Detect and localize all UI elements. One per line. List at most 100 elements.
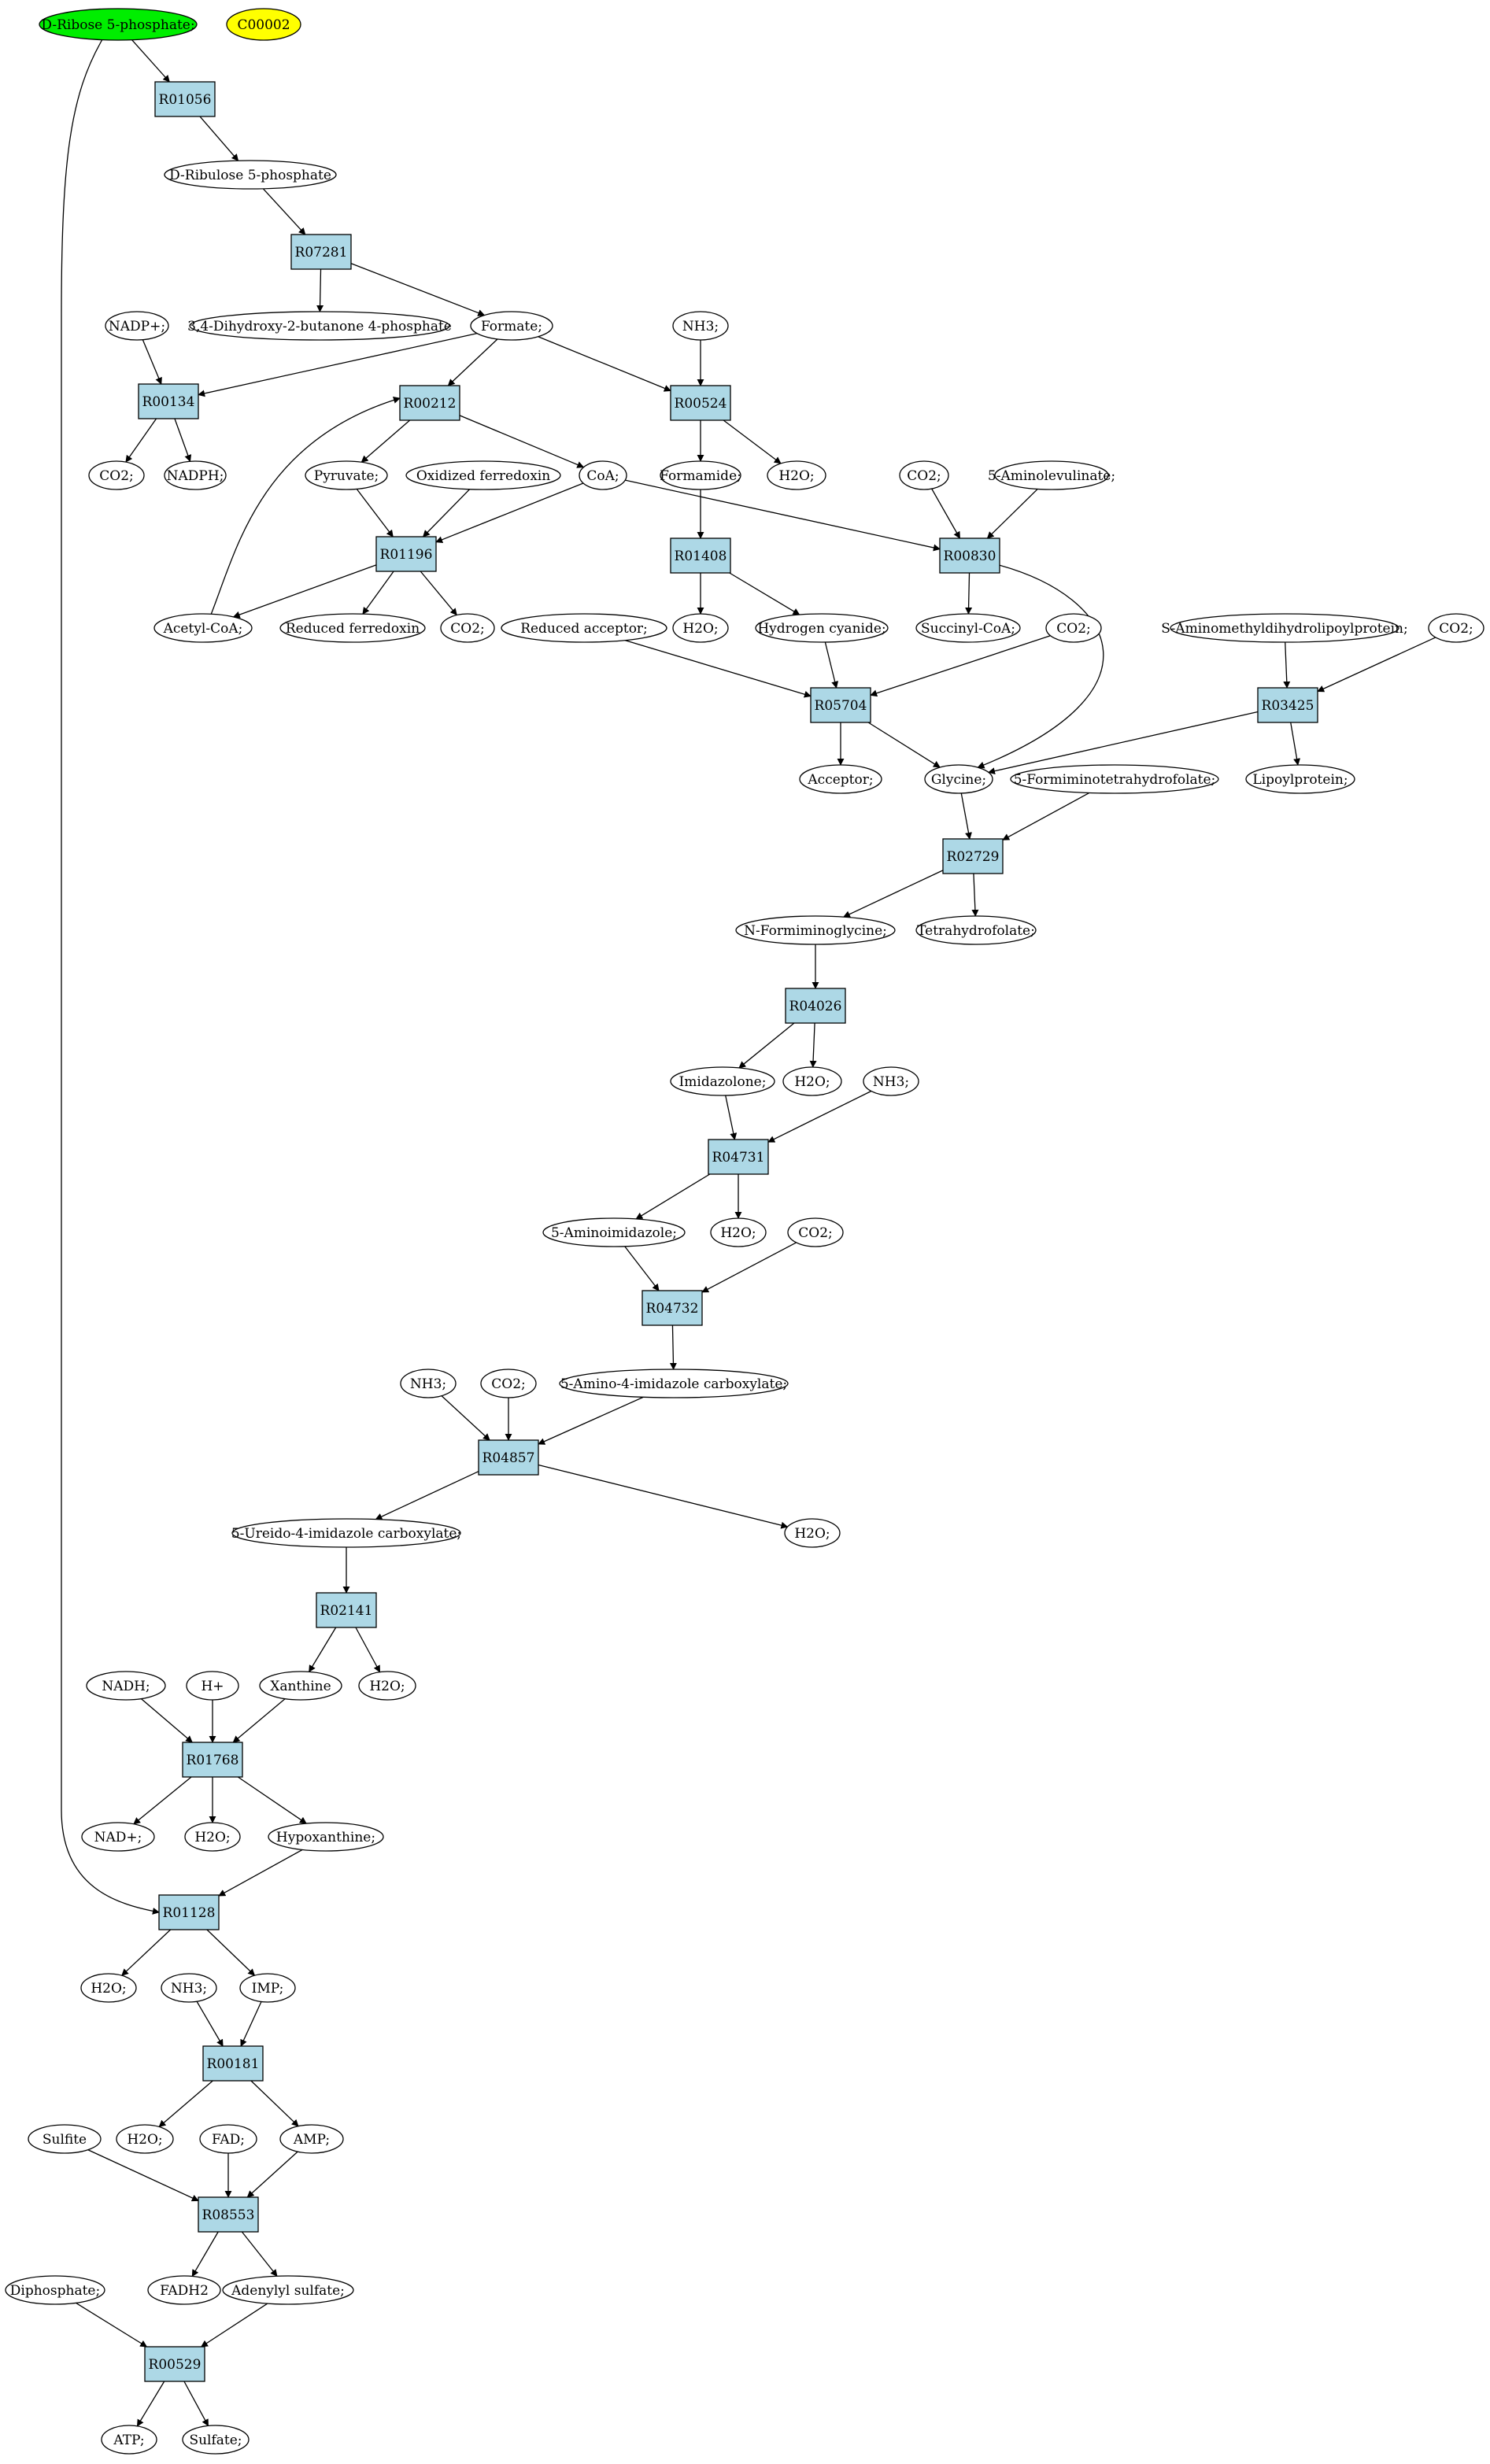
compound-ellipse <box>710 1217 767 1247</box>
compound-node-atp[interactable]: ATP; <box>101 2425 157 2455</box>
reaction-node-r00529[interactable]: R00529 <box>144 2346 205 2382</box>
compound-node-oxidized-ferredoxin[interactable]: Oxidized ferredoxin <box>405 460 561 490</box>
compound-node-succinyl-coa[interactable]: Succinyl-CoA; <box>915 613 1021 643</box>
reaction-node-r00830[interactable]: R00830 <box>939 537 1000 574</box>
compound-node-co2[interactable]: CO2; <box>88 460 145 490</box>
compound-node-reduced-acceptor[interactable]: Reduced acceptor; <box>501 613 667 643</box>
reaction-node-r05704[interactable]: R05704 <box>810 687 871 723</box>
reaction-node-r08553[interactable]: R08553 <box>198 2196 259 2233</box>
compound-node-acceptor[interactable]: Acceptor; <box>799 764 882 794</box>
reaction-node-r04857[interactable]: R04857 <box>478 1439 539 1476</box>
reaction-label: R01408 <box>675 549 727 564</box>
compound-node-imp[interactable]: IMP; <box>239 1973 296 2003</box>
compound-node-h2o[interactable]: H2O; <box>782 1066 842 1096</box>
compound-node-s-aminomethyldihydrolipoylprotein[interactable]: S-Aminomethyldihydrolipoylprotein; <box>1161 613 1408 643</box>
compound-label: NADPH; <box>167 468 224 484</box>
compound-node-pyruvate[interactable]: Pyruvate; <box>305 460 388 490</box>
compound-ellipse <box>660 460 741 490</box>
reaction-node-r07281[interactable]: R07281 <box>290 234 352 270</box>
compound-node-5-aminolevulinate[interactable]: 5-Aminolevulinate; <box>988 460 1115 490</box>
edge-d-ribose-5-phosphate-to-r01128 <box>61 39 160 1915</box>
compound-node-diphosphate[interactable]: Diphosphate; <box>5 2275 105 2305</box>
compound-label: CO2; <box>99 468 134 484</box>
edge-nh3-to-r04731 <box>767 1090 872 1143</box>
compound-ellipse <box>161 1973 217 2003</box>
compound-node-acetyl-coa[interactable]: Acetyl-CoA; <box>153 613 253 643</box>
compound-node-nh3[interactable]: NH3; <box>161 1973 217 2003</box>
compound-node-h2o[interactable]: H2O; <box>184 1822 241 1852</box>
compound-node-nadph[interactable]: NADPH; <box>164 460 227 490</box>
compound-node-co2[interactable]: CO2; <box>787 1217 844 1247</box>
compound-ellipse <box>782 1066 842 1096</box>
reaction-node-r04731[interactable]: R04731 <box>708 1139 769 1175</box>
reaction-label: R00134 <box>142 394 195 410</box>
compound-node-glycine[interactable]: Glycine; <box>924 764 993 794</box>
reaction-node-r00212[interactable]: R00212 <box>399 385 460 421</box>
compound-node-5-amino-4-imidazole-carboxylate[interactable]: 5-Amino-4-imidazole carboxylate; <box>559 1369 789 1398</box>
reaction-node-r02729[interactable]: R02729 <box>942 838 1004 874</box>
compound-node-h2o[interactable]: H2O; <box>710 1217 767 1247</box>
reaction-node-r01128[interactable]: R01128 <box>158 1894 220 1930</box>
compound-node-h2o[interactable]: H2O; <box>672 613 729 643</box>
reaction-node-r00524[interactable]: R00524 <box>670 385 731 421</box>
edge-coa-to-r01196 <box>435 482 584 543</box>
compound-node-nh3[interactable]: NH3; <box>400 1369 457 1398</box>
compound-node-nh3[interactable]: NH3; <box>863 1066 919 1096</box>
compound-node-h[interactable]: H+ <box>186 1671 239 1701</box>
compound-node-hydrogen-cyanide[interactable]: Hydrogen cyanide; <box>755 613 889 643</box>
reaction-node-r01408[interactable]: R01408 <box>670 537 731 574</box>
compound-node-fad[interactable]: FAD; <box>199 2124 257 2154</box>
compound-node-h2o[interactable]: H2O; <box>80 1973 137 2003</box>
compound-node-d-ribulose-5-phosphate[interactable]: D-Ribulose 5-phosphate <box>164 160 337 190</box>
compound-node-3-4-dihydroxy-2-butanone-4-phosphate[interactable]: 3,4-Dihydroxy-2-butanone 4-phosphate <box>187 311 452 341</box>
compound-node-c00002[interactable]: C00002 <box>226 8 301 41</box>
compound-node-h2o[interactable]: H2O; <box>767 460 826 490</box>
compound-node-hypoxanthine[interactable]: Hypoxanthine; <box>268 1822 384 1852</box>
compound-node-xanthine[interactable]: Xanthine <box>259 1671 342 1701</box>
compound-node-adenylyl-sulfate[interactable]: Adenylyl sulfate; <box>222 2275 354 2305</box>
compound-node-coa[interactable]: CoA; <box>579 460 627 490</box>
compound-node-lipoylprotein[interactable]: Lipoylprotein; <box>1245 764 1355 794</box>
compound-node-5-aminoimidazole[interactable]: 5-Aminoimidazole; <box>542 1217 686 1247</box>
compound-node-tetrahydrofolate[interactable]: Tetrahydrofolate; <box>915 915 1037 945</box>
compound-node-nad[interactable]: NAD+; <box>81 1822 155 1852</box>
reaction-node-r02141[interactable]: R02141 <box>316 1592 377 1628</box>
compound-node-h2o[interactable]: H2O; <box>116 2124 174 2154</box>
reaction-node-r00134[interactable]: R00134 <box>138 383 199 419</box>
reaction-node-r04732[interactable]: R04732 <box>641 1290 703 1326</box>
compound-node-amp[interactable]: AMP; <box>279 2124 344 2154</box>
compound-node-formamide[interactable]: Formamide; <box>660 460 741 490</box>
compound-node-co2[interactable]: CO2; <box>1428 613 1484 643</box>
compound-ellipse <box>787 1217 844 1247</box>
compound-node-5-ureido-4-imidazole-carboxylate[interactable]: 5-Ureido-4-imidazole carboxylate; <box>231 1518 461 1548</box>
reaction-node-r01768[interactable]: R01768 <box>182 1742 243 1778</box>
reaction-node-r03425[interactable]: R03425 <box>1257 687 1318 723</box>
reaction-node-r04026[interactable]: R04026 <box>785 988 846 1024</box>
compound-node-nadh[interactable]: NADH; <box>86 1671 166 1701</box>
compound-node-fadh2[interactable]: FADH2 <box>147 2275 221 2305</box>
compound-node-co2[interactable]: CO2; <box>480 1369 537 1398</box>
compound-node-sulfite[interactable]: Sulfite <box>28 2124 102 2154</box>
compound-label: NADH; <box>102 1679 150 1694</box>
compound-node-imidazolone[interactable]: Imidazolone; <box>670 1066 775 1096</box>
edge-nh3-to-r04857 <box>441 1395 490 1441</box>
compound-node-co2[interactable]: CO2; <box>899 460 949 490</box>
compound-node-n-formiminoglycine[interactable]: N-Formiminoglycine; <box>735 915 896 945</box>
compound-node-d-ribose-5-phosphate[interactable]: D-Ribose 5-phosphate; <box>39 8 198 41</box>
compound-ellipse <box>222 2275 354 2305</box>
reaction-node-r01056[interactable]: R01056 <box>154 81 216 117</box>
reaction-node-r00181[interactable]: R00181 <box>202 2045 264 2082</box>
compound-node-5-formiminotetrahydrofolate[interactable]: 5-Formiminotetrahydrofolate; <box>1010 764 1219 794</box>
compound-node-nh3[interactable]: NH3; <box>672 311 729 341</box>
compound-ellipse <box>164 160 337 190</box>
reaction-node-r01196[interactable]: R01196 <box>375 536 437 572</box>
compound-node-co2[interactable]: CO2; <box>1045 613 1102 643</box>
compound-node-sulfate[interactable]: Sulfate; <box>182 2425 250 2455</box>
compound-node-h2o[interactable]: H2O; <box>358 1671 416 1701</box>
compound-label: 5-Aminolevulinate; <box>988 468 1115 484</box>
compound-node-co2[interactable]: CO2; <box>440 613 495 643</box>
compound-node-nadp[interactable]: NADP+; <box>105 311 169 341</box>
compound-node-formate[interactable]: Formate; <box>470 311 553 341</box>
compound-node-h2o[interactable]: H2O; <box>784 1518 841 1548</box>
compound-node-reduced-ferredoxin[interactable]: Reduced ferredoxin <box>279 613 426 643</box>
